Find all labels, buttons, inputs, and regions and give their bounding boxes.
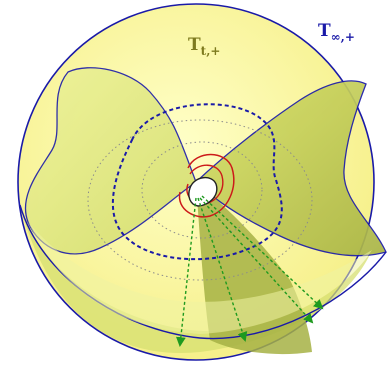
red-loop-outer <box>178 153 235 218</box>
surface-right-wing <box>195 80 387 257</box>
green-arrow-group <box>175 195 324 347</box>
surface-lower-skirt <box>20 205 372 353</box>
surface-bottom-edge <box>19 204 387 340</box>
green-arrow-2 <box>197 197 248 342</box>
surface-left-wing <box>24 67 197 255</box>
surface-front-sheet <box>28 222 372 334</box>
dotted-outer-ring <box>87 119 313 281</box>
green-arrow-3 <box>199 197 314 324</box>
label-inf-plus: T∞,+ <box>318 21 355 44</box>
green-arrow-1 <box>175 197 197 347</box>
dotted-mid-ring <box>141 141 263 239</box>
dashed-blue-curve <box>111 103 283 261</box>
label-t-plus: Tt,+ <box>188 35 220 58</box>
